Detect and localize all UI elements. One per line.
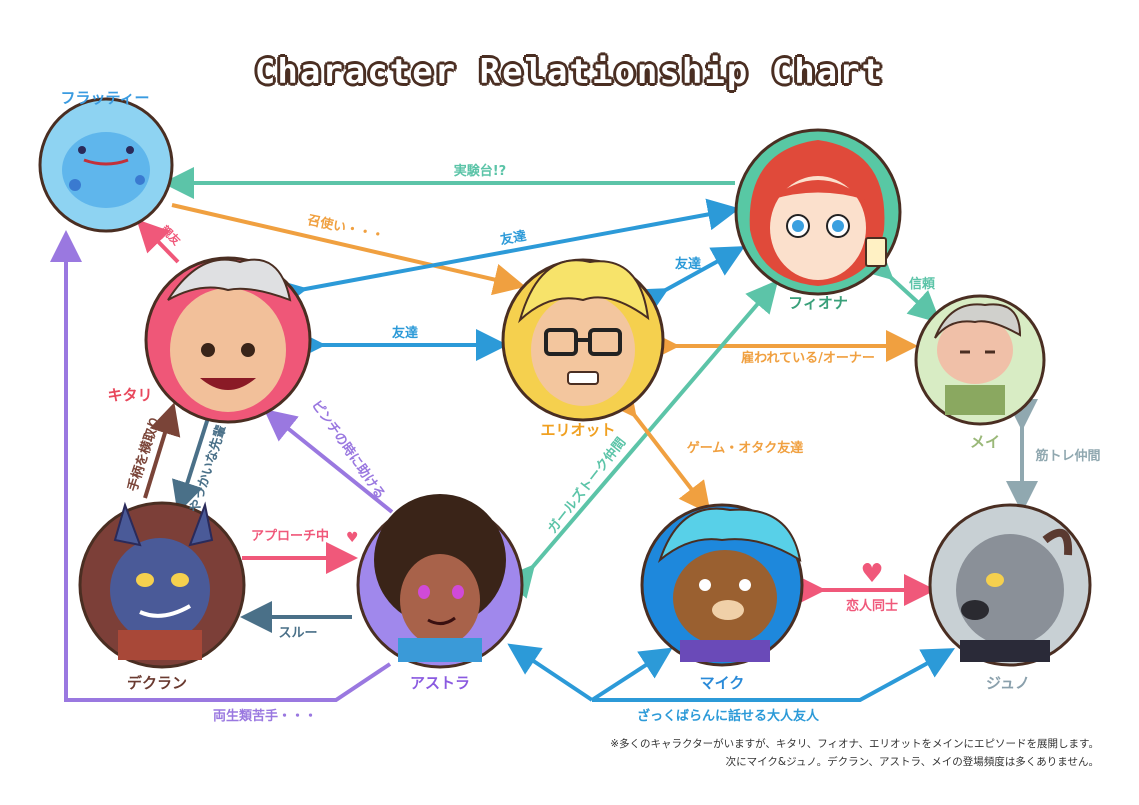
name-eliot: エリオット: [540, 421, 615, 439]
label-eliot-mike: ゲーム・オタク友達: [687, 440, 804, 456]
heart-icon: ♥: [860, 559, 883, 589]
label-mei-juno: 筋トレ仲間: [1034, 448, 1100, 464]
character-eliot[interactable]: [501, 258, 665, 422]
arrow-adult-friends-juno: [592, 648, 956, 702]
arrow-eliot-mike: [604, 383, 711, 515]
arrow-kitari-fiona: [273, 198, 740, 311]
arrow-astra-flatty: [50, 230, 392, 702]
heart-icon: ♥: [346, 530, 359, 546]
name-flatty: フラッティー: [60, 89, 149, 107]
character-fiona[interactable]: [734, 128, 902, 296]
name-deklan: デクラン: [127, 674, 187, 692]
arrow-fiona-mei: [859, 246, 941, 324]
arrow-kitari-flatty: [136, 219, 180, 264]
label-fiona-mei: 信頼: [909, 276, 936, 292]
character-mei[interactable]: [914, 294, 1046, 426]
arrow-adult-friends-astra: [507, 643, 594, 702]
name-kitari: キタリ: [107, 386, 152, 404]
name-mike: マイク: [700, 674, 745, 692]
label-astra-mike-juno: ざっくばらんに話せる大人友人: [637, 708, 820, 724]
name-juno: ジュノ: [986, 674, 1030, 692]
label-kitari-eliot: 友達: [392, 325, 418, 341]
label-eliot-mei: 雇われている/オーナー: [741, 350, 875, 366]
arrow-deklan-kitari: [143, 402, 181, 499]
character-astra[interactable]: [356, 494, 524, 669]
character-flatty[interactable]: [38, 97, 174, 233]
label-astra-flatty: 両生類苦手・・・: [213, 708, 317, 724]
label-astra-deklan: スルー: [278, 626, 317, 641]
label-flatty-fiona: 実験台!?: [454, 163, 506, 179]
label-deklan-astra: アプローチ中: [251, 528, 329, 544]
label-astra-kitari: ピンチの時に助ける: [308, 397, 388, 502]
character-juno[interactable]: [928, 503, 1092, 667]
footnote-2: 次にマイク&ジュノ。デクラン、アストラ、メイの登場頻度は多くありません。: [725, 756, 1099, 768]
footnote-1: ※多くのキャラクターがいますが、キタリ、フィオナ、エリオットをメインにエピソード…: [610, 738, 1099, 750]
name-fiona: フィオナ: [788, 294, 848, 312]
character-deklan[interactable]: [78, 501, 246, 669]
label-astra-fiona: ガールズトーク仲間: [545, 435, 630, 537]
chart-title: Character Relationship Chart: [254, 52, 885, 92]
arrow-adult-friends-mike: [590, 647, 673, 702]
arrow-astra-kitari: [263, 408, 394, 514]
character-kitari[interactable]: [144, 256, 312, 424]
character-mike[interactable]: [640, 503, 804, 667]
label-eliot-fiona: 友達: [675, 256, 701, 272]
name-astra: アストラ: [410, 674, 470, 692]
label-kitari-fiona: 友達: [499, 228, 527, 248]
arrow-kitari-deklan: [172, 417, 210, 514]
name-mei: メイ: [970, 433, 1000, 451]
label-mike-juno: 恋人同士: [846, 598, 898, 614]
